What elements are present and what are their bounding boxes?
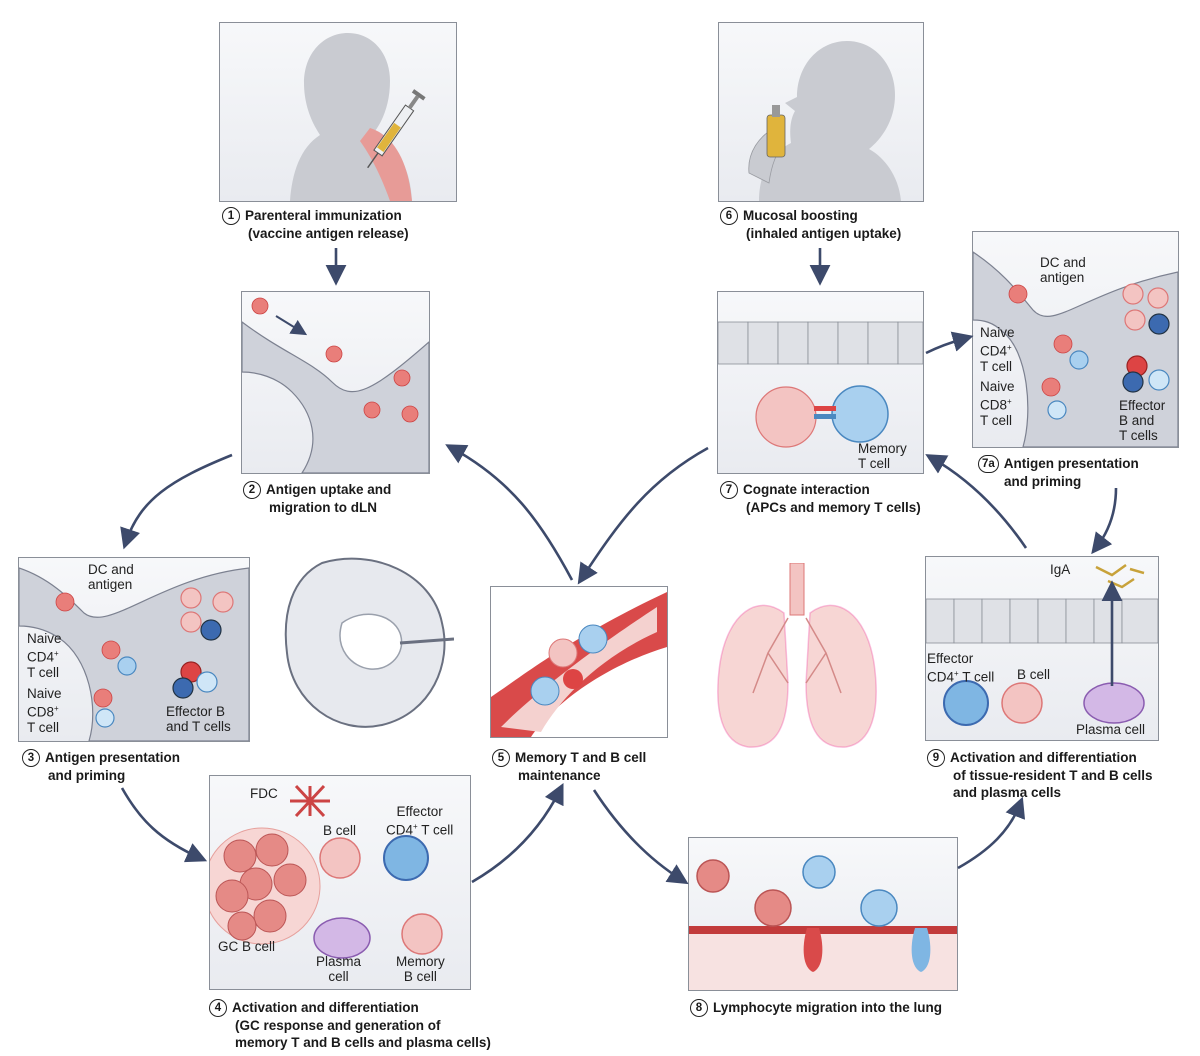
arrow-5-to-2 [445,444,574,581]
p9-iga-label: IgA [1050,562,1071,577]
arrow-7-to-5 [577,446,709,585]
p9-bcell-label: B cell [1017,667,1051,682]
lymph-vessel-illustration [242,297,429,473]
epithelium-apc-illustration [718,321,923,448]
panel-antigen-uptake [241,291,430,474]
arrow-2-to-3 [120,453,233,550]
lungs-icon [717,563,877,748]
arrow-8-to-9 [957,796,1026,870]
panel-memory-maintenance [490,586,668,738]
panel-parenteral-immunization [219,22,457,202]
arrow-7-to-7a [925,331,974,355]
panel-antigen-presentation-3 [18,557,250,742]
p4-fdc-label: FDC [250,786,278,801]
arrow-7a-to-9 [1091,487,1118,555]
germinal-center-illustration [210,784,443,959]
blood-vessel-illustration [491,592,667,737]
panel-mucosal-boosting [718,22,924,202]
panel-gc-response [209,775,471,990]
syringe-icon [367,89,426,169]
panel-cognate-interaction [717,291,924,474]
vessel-migration-illustration [689,855,957,990]
deltoid-muscle [360,128,412,201]
person-inhaler-illustration [748,41,901,201]
memory-t-cell [831,385,889,443]
arrow-5-to-8 [592,789,689,885]
arrow-4-to-5 [471,783,564,884]
panel-tissue-resident-activation [925,556,1159,741]
lymph-node-priming-illustration [973,251,1178,447]
lymph-node-priming-illustration [19,567,249,741]
epithelium-plasma-illustration [926,563,1158,726]
panel-lymphocyte-migration [688,837,958,991]
person-injection-illustration [290,33,426,201]
inhaler-icon [766,114,786,158]
p9-plasma-label: Plasma cell [1076,722,1146,737]
p4-bcell-label: B cell [323,823,357,838]
apc-dendritic-cell [755,386,817,448]
lymph-node-icon [284,557,454,728]
panel-antigen-presentation-7a [972,231,1179,448]
p4-gc-label: GC B cell [218,939,276,954]
arrow-3-to-4 [120,787,208,863]
